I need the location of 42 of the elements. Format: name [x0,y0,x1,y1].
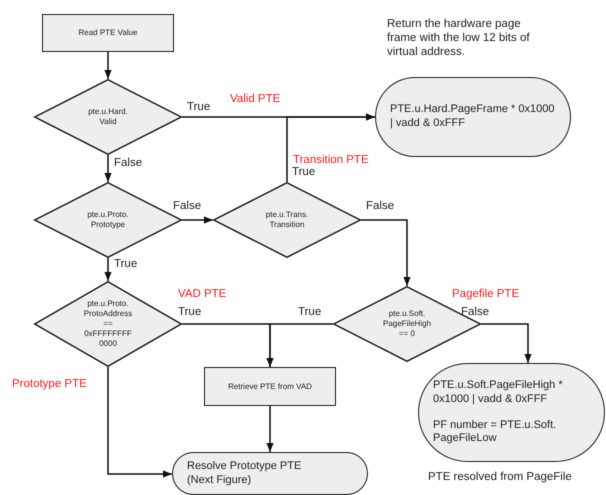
case-label: Valid PTE [230,93,280,107]
node-text: pte.u.Trans. Transition [264,210,310,230]
case-label: VAD PTE [178,288,226,302]
note-text: PTE resolved from PageFile [428,471,573,485]
edge-label: False [461,306,490,320]
arrow [286,113,375,182]
edge-label: False [173,200,202,214]
note-text: Return the hardware page frame with the low 12 bits of virtual address. [387,18,531,60]
arrow [107,367,172,478]
process-box [204,367,336,406]
node-text: pte.u.Proto. ProtoAddress == 0xFFFFFFFF0000 [82,299,134,349]
case-label: Prototype PTE [12,378,87,392]
node-text: pte.u.Proto. Prototype [86,210,130,230]
arrow [104,258,112,281]
terminal-box [172,452,368,495]
arrow [104,155,112,182]
arrow [182,216,213,224]
case-label: Transition PTE [293,154,369,167]
arrow [481,323,532,363]
node-text: PTE.u.Hard.PageFrame * 0x1000 | vadd & 0xFFF [390,103,555,131]
node-text: Retrieve PTE from VAD [228,382,312,392]
node-text: pte.u.Soft. PageFileHigh == 0 [382,309,432,339]
decision-diamond [213,182,361,258]
edge-label: True [178,306,202,320]
edge-label: False [366,200,394,214]
arrow [266,406,274,452]
edge-label: True [298,306,322,320]
process-box [42,14,174,52]
arrow [104,52,112,79]
node-text: PTE.u.Soft.PageFileHigh * 0x1000 | vadd & 0xFFF [433,379,564,406]
edge-label: True [187,101,210,115]
edge-label: True [114,258,138,272]
edge-label: False [114,157,142,171]
edge-label: True [292,166,316,180]
case-label: Pagefile PTE [452,288,520,302]
arrow [361,219,411,286]
node-text: pte.u.Hard. Valid [87,107,129,127]
decision-diamond [34,79,182,155]
node-text: Resolve Prototype PTE (Next Figure) [187,460,302,488]
node-text: PF number = PTE.u.Soft. PageFileLow [433,418,558,446]
arrow [266,323,333,367]
node-text: Read PTE Value [78,28,138,38]
